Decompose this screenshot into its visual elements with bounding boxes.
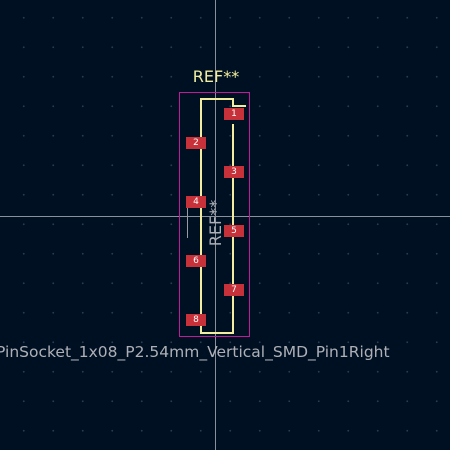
silkscreen-top-edge (200, 98, 234, 100)
pad-3[interactable]: 3 (224, 166, 244, 178)
reference-label[interactable]: REF** (192, 67, 240, 86)
pad-7[interactable]: 7 (224, 284, 244, 296)
fab-layer-line (187, 200, 188, 238)
courtyard-outline (179, 92, 250, 337)
silkscreen-pin1-marker (232, 105, 246, 107)
pad-1[interactable]: 1 (224, 108, 244, 120)
cursor-crosshair-vertical (215, 0, 216, 450)
silkscreen-bottom-edge (200, 332, 234, 334)
fab-reference-label[interactable]: REF** (206, 199, 225, 247)
silkscreen-top-notch (232, 98, 234, 106)
pad-5[interactable]: 5 (224, 225, 244, 237)
cursor-crosshair-horizontal (0, 216, 450, 217)
pad-6[interactable]: 6 (186, 255, 206, 267)
pad-8[interactable]: 8 (186, 314, 206, 326)
silkscreen-left-edge (200, 98, 202, 334)
footprint-value-label[interactable]: PinSocket_1x08_P2.54mm_Vertical_SMD_Pin1… (0, 343, 390, 361)
pad-4[interactable]: 4 (186, 196, 206, 208)
pad-2[interactable]: 2 (186, 137, 206, 149)
